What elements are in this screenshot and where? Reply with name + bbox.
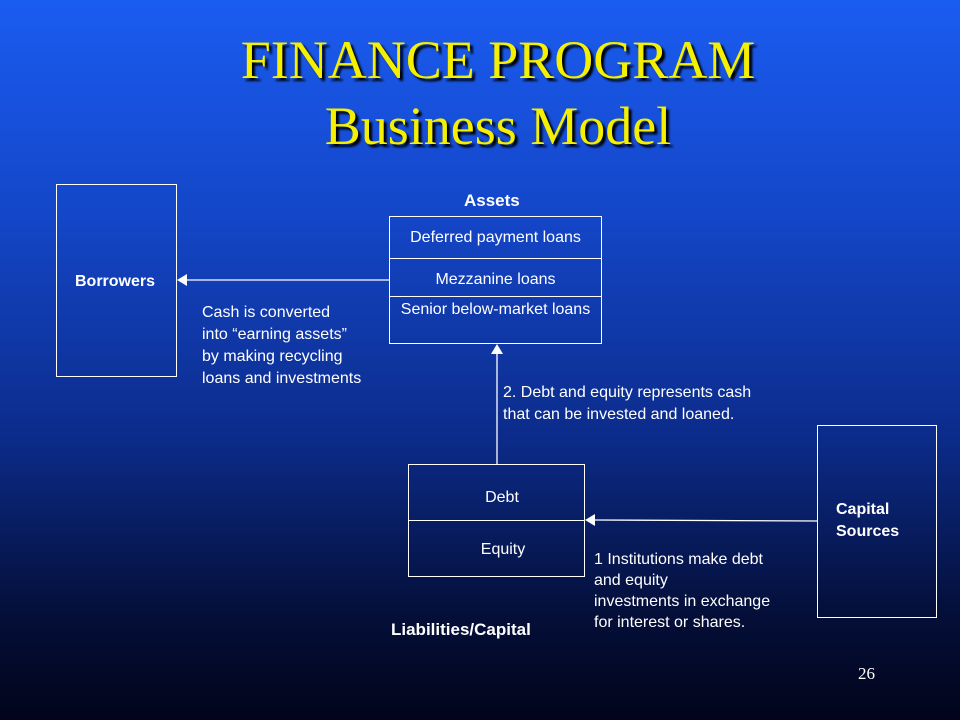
assets-heading: Assets <box>464 191 520 210</box>
page-number: 26 <box>858 664 875 683</box>
arrow-to-liabilities-head <box>585 514 595 526</box>
borrowers-box <box>56 184 177 377</box>
cash-conversion-note: Cash is converted into “earning assets” … <box>202 304 362 387</box>
liabilities-heading: Liabilities/Capital <box>391 620 531 639</box>
liabilities-divider <box>408 520 585 521</box>
liability-item-debt: Debt <box>485 489 519 506</box>
borrowers-label: Borrowers <box>75 273 156 290</box>
capital-sources-label: Capital Sources <box>836 501 900 540</box>
asset-item-deferred-payment-loans: Deferred payment loans <box>410 229 581 246</box>
institutions-note: 1 Institutions make debt and equity inve… <box>594 551 771 631</box>
liability-item-equity: Equity <box>480 541 526 558</box>
assets-divider <box>389 258 602 259</box>
slide-title: FINANCE PROGRAM <box>240 30 756 90</box>
slide-subtitle: Business Model <box>324 96 672 156</box>
asset-item-mezzanine-loans: Mezzanine loans <box>435 271 556 288</box>
capital-sources-box <box>817 425 937 618</box>
asset-item-senior-below-market-loans: Senior below-market loans <box>400 301 591 318</box>
debt-equity-note: 2. Debt and equity represents cash that … <box>503 384 752 423</box>
arrow-to-liabilities-line <box>593 519 818 522</box>
arrow-to-borrowers-head <box>177 274 187 286</box>
assets-box <box>389 216 602 344</box>
arrow-to-assets-head <box>491 344 503 354</box>
assets-divider <box>389 296 602 297</box>
